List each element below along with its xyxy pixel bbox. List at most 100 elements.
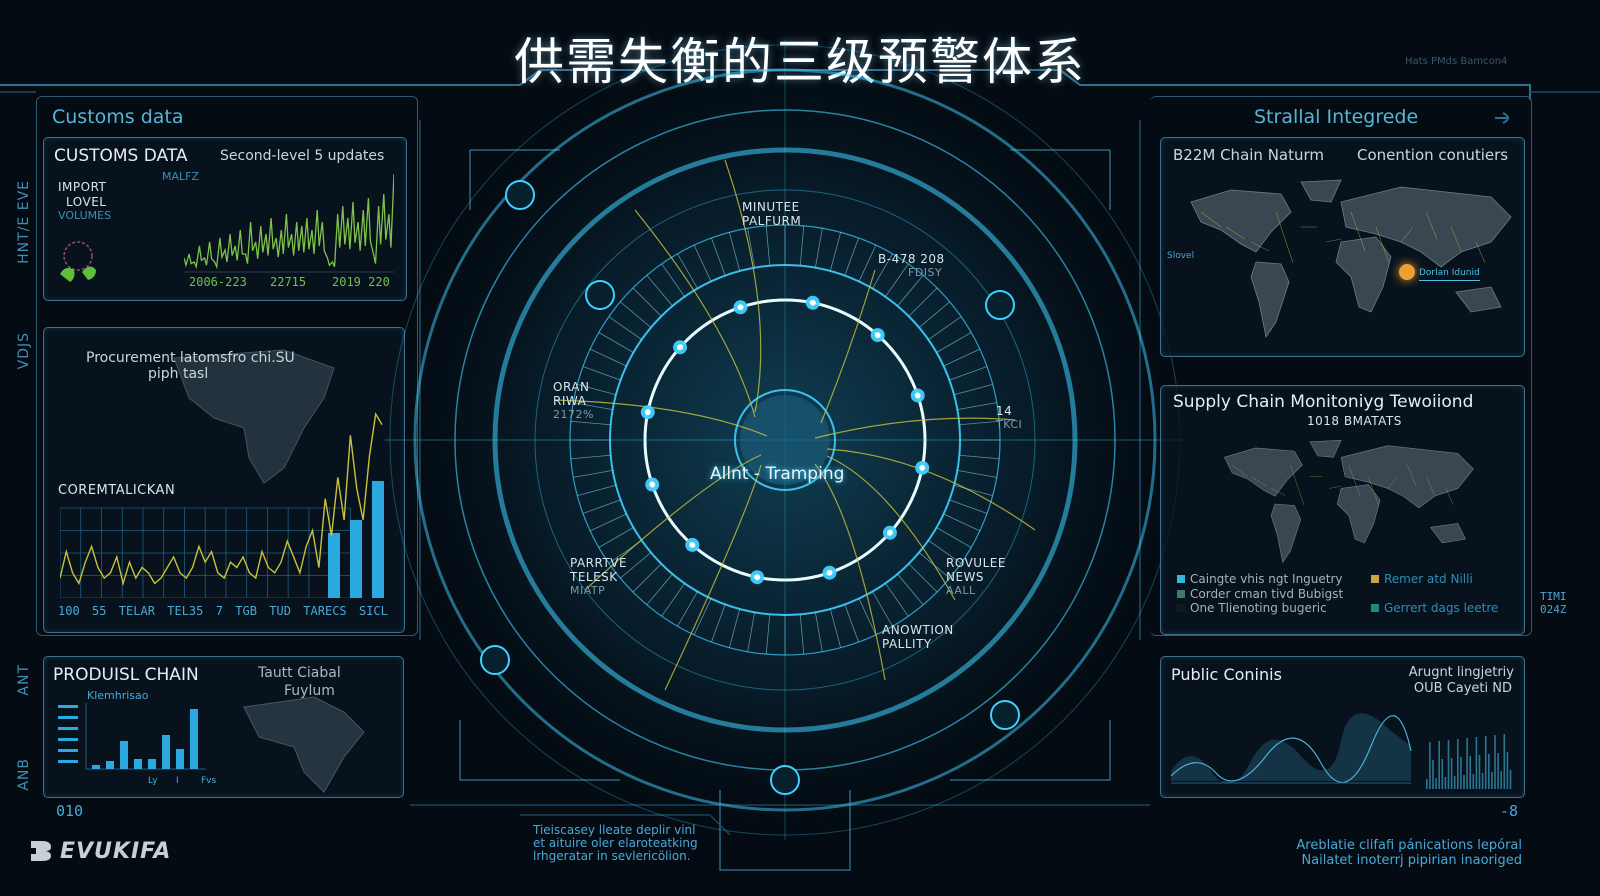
x-tick: 2006-223 bbox=[189, 275, 247, 289]
orbit-icon bbox=[585, 280, 615, 310]
alert-radar[interactable] bbox=[385, 40, 1185, 840]
glow-node bbox=[750, 570, 765, 585]
tick-mark bbox=[632, 287, 662, 317]
bar bbox=[92, 765, 100, 769]
legend-item: Remer atd Nilli bbox=[1371, 572, 1473, 586]
orbit-icon bbox=[480, 645, 510, 675]
tick-mark bbox=[943, 348, 981, 367]
node-text: 2172% bbox=[553, 408, 594, 421]
tick-mark bbox=[747, 612, 756, 652]
customs-data-card[interactable]: CUSTOMS DATA Second-level 5 updates IMPO… bbox=[43, 137, 407, 301]
route-line bbox=[1387, 476, 1398, 489]
metric-label: LOVEL bbox=[66, 195, 107, 209]
tick-mark bbox=[711, 604, 726, 643]
tick-mark bbox=[799, 614, 805, 655]
data-column bbox=[1500, 771, 1502, 789]
map-tag: Slovel bbox=[1167, 251, 1195, 261]
x-tick: TEL35 bbox=[167, 604, 204, 618]
node-text: ANOWTION bbox=[882, 623, 954, 637]
alert-link bbox=[826, 448, 1036, 531]
tick-mark bbox=[747, 228, 756, 268]
map-card-title-left: B22M Chain Naturm bbox=[1173, 146, 1325, 164]
scale-bar bbox=[58, 749, 78, 752]
badge: MALFZ bbox=[162, 170, 200, 183]
node-text: NEWS bbox=[946, 570, 985, 584]
series-line bbox=[1171, 715, 1412, 783]
alert-label[interactable]: Allnt - Tramping bbox=[710, 464, 845, 484]
legend-item: Corder cman tivd Bubigst bbox=[1177, 587, 1343, 601]
tick-mark bbox=[589, 348, 627, 367]
route-line bbox=[1348, 465, 1360, 496]
data-column bbox=[1472, 774, 1475, 789]
map-card-title-right: Conention conutiers bbox=[1357, 146, 1509, 164]
link-icon[interactable] bbox=[1493, 110, 1517, 126]
tick-mark bbox=[573, 469, 613, 478]
supply-chain-monitoring-card[interactable]: Supply Chain Monitoniyg Tewoiiond 1018 B… bbox=[1160, 385, 1525, 635]
product-bar-chart bbox=[58, 703, 206, 770]
data-column bbox=[1435, 778, 1437, 789]
logo-text: EVUKIFA bbox=[60, 838, 172, 864]
route-line bbox=[1425, 211, 1438, 240]
data-column bbox=[1441, 759, 1444, 789]
x-tick: I bbox=[176, 776, 179, 786]
bar bbox=[350, 520, 362, 598]
tick-mark bbox=[711, 237, 726, 276]
continent bbox=[1270, 503, 1301, 564]
route-line bbox=[1200, 211, 1222, 228]
right-section-title: Strallal Integrede bbox=[1254, 106, 1419, 128]
legend-item: One Tlienoting bugeric bbox=[1177, 601, 1327, 615]
map-label: Fuylum bbox=[284, 683, 335, 699]
footer-line: Tieiscasey lleate deplir vinl bbox=[533, 823, 696, 837]
tick-mark bbox=[872, 253, 893, 289]
data-column bbox=[1494, 735, 1496, 789]
alert-link bbox=[814, 417, 1016, 439]
node-text: TELESK bbox=[570, 570, 618, 584]
data-column bbox=[1463, 775, 1465, 789]
continent bbox=[1250, 261, 1290, 339]
data-column bbox=[1484, 736, 1487, 789]
public-card[interactable]: Public Coninis Arugnt lingjetriy OUB Cay… bbox=[1160, 656, 1525, 798]
tick-mark bbox=[608, 316, 642, 340]
data-column bbox=[1506, 752, 1509, 789]
tick-mark bbox=[953, 383, 993, 396]
alert-link bbox=[634, 209, 756, 418]
series-line bbox=[60, 411, 383, 587]
x-tick: TARECS bbox=[303, 604, 347, 618]
bar bbox=[120, 741, 128, 769]
glow-node bbox=[640, 405, 655, 420]
alert-link bbox=[724, 159, 762, 413]
data-column bbox=[1444, 777, 1447, 789]
tick-mark bbox=[957, 402, 997, 411]
tick-mark bbox=[858, 244, 877, 282]
tick-mark bbox=[677, 591, 698, 627]
route-line bbox=[1407, 465, 1416, 487]
data-column bbox=[1469, 756, 1471, 789]
bar bbox=[372, 481, 384, 598]
alert-link bbox=[584, 454, 762, 591]
tick-mark bbox=[897, 275, 924, 307]
data-column bbox=[1503, 734, 1506, 789]
tick-mark bbox=[844, 237, 859, 276]
side-label: ANB bbox=[16, 758, 32, 791]
product-chain-card[interactable]: PRODUISL CHAIN Tautt Ciabal Fuylum Klemh… bbox=[43, 656, 404, 798]
procurement-card[interactable]: Procurement latomsfro chi.SU piph tasl C… bbox=[43, 327, 405, 633]
alert-link bbox=[664, 464, 762, 691]
chain-network-map-card[interactable]: B22M Chain Naturm Conention conutiers Sl… bbox=[1160, 137, 1525, 357]
x-tick: 55 bbox=[92, 604, 107, 618]
alert-link bbox=[814, 463, 886, 681]
hotspot-marker[interactable] bbox=[1399, 264, 1415, 280]
tick-mark bbox=[928, 316, 962, 340]
continent bbox=[1336, 484, 1381, 544]
tick-mark bbox=[693, 244, 712, 282]
tick-mark bbox=[589, 513, 627, 532]
tick-mark bbox=[908, 287, 938, 317]
procurement-subtitle: piph tasl bbox=[148, 366, 209, 382]
